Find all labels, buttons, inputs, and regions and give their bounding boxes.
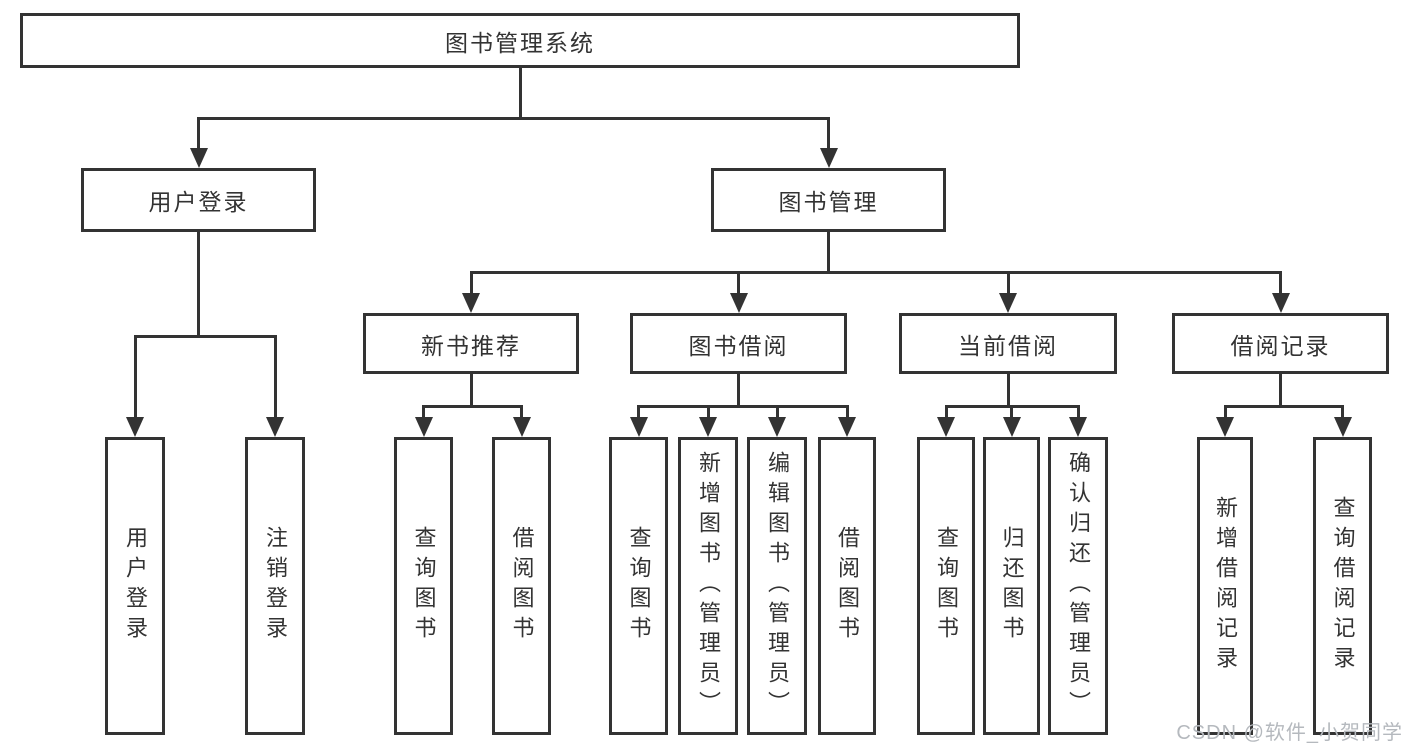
node-label: 查询借阅记录	[1330, 496, 1356, 676]
node-cb-return-books: 归还图书	[983, 437, 1040, 735]
node-label: 借阅图书	[835, 526, 860, 646]
connector-line	[827, 118, 830, 154]
node-label: 新增借阅记录	[1213, 496, 1238, 676]
node-br-query-record: 查询借阅记录	[1313, 437, 1372, 735]
connector-line	[637, 404, 849, 408]
connector-line	[197, 116, 830, 120]
arrow-down-icon	[838, 417, 856, 437]
node-cb-confirm-return: 确认归还（管理员）	[1048, 437, 1108, 735]
node-label: 当前借阅	[958, 332, 1058, 359]
connector-line	[1223, 406, 1227, 423]
arrow-down-icon	[1216, 417, 1234, 437]
connector-line	[469, 270, 1282, 274]
node-label: 用户登录	[123, 526, 148, 646]
connector-line	[1279, 373, 1282, 406]
connector-line	[1010, 406, 1013, 423]
arrow-down-icon	[1333, 417, 1352, 437]
node-label: 查询图书	[626, 526, 652, 646]
node-cb-query-books: 查询图书	[917, 437, 975, 735]
connector-line	[133, 334, 277, 338]
connector-line	[944, 406, 948, 423]
arrow-down-icon	[126, 417, 144, 437]
node-label: 新增图书（管理员）	[696, 451, 721, 721]
arrow-down-icon	[1271, 293, 1290, 313]
node-bb-add-books: 新增图书（管理员）	[678, 437, 738, 735]
node-label: 图书借阅	[688, 332, 789, 359]
node-label: 借阅记录	[1230, 332, 1331, 359]
arrow-down-icon	[189, 148, 208, 168]
node-label: 查询图书	[934, 526, 959, 646]
connector-line	[1076, 406, 1080, 423]
node-bb-borrow-books: 借阅图书	[818, 437, 876, 735]
node-label: 查询图书	[411, 526, 437, 646]
arrow-down-icon	[999, 293, 1017, 313]
connector-line	[737, 373, 740, 406]
node-label: 图书管理系统	[445, 29, 595, 56]
node-book-management: 图书管理	[711, 168, 946, 232]
node-label: 编辑图书（管理员）	[765, 451, 790, 721]
node-label: 图书管理	[778, 189, 879, 215]
connector-line	[775, 406, 779, 423]
connector-line	[133, 336, 137, 423]
node-current-borrowing: 当前借阅	[899, 313, 1117, 374]
connector-line	[469, 272, 473, 299]
connector-line	[1006, 272, 1010, 299]
connector-line	[520, 406, 523, 423]
connector-line	[197, 118, 200, 154]
connector-line	[1279, 272, 1282, 299]
connector-line	[273, 336, 277, 423]
connector-line	[1006, 373, 1010, 406]
connector-line	[845, 406, 849, 423]
arrow-down-icon	[414, 417, 433, 437]
arrow-down-icon	[937, 417, 955, 437]
node-logout-action: 注销登录	[245, 437, 305, 735]
connector-line	[1223, 404, 1344, 408]
node-user-login: 用户登录	[81, 168, 316, 232]
watermark: CSDN @软件_小贺同学	[1176, 722, 1403, 744]
node-nbr-query-books: 查询图书	[394, 437, 453, 735]
node-label: 新书推荐	[421, 332, 521, 359]
arrow-down-icon	[768, 417, 786, 437]
node-user-login-action: 用户登录	[105, 437, 165, 735]
connector-line	[737, 272, 740, 299]
connector-line	[422, 406, 425, 423]
node-bb-query-books: 查询图书	[609, 437, 668, 735]
arrow-down-icon	[462, 293, 480, 313]
node-borrow-records: 借阅记录	[1172, 313, 1389, 374]
node-label: 确认归还（管理员）	[1066, 451, 1091, 721]
arrow-down-icon	[629, 417, 648, 437]
connector-line	[197, 231, 200, 336]
connector-line	[1341, 406, 1344, 423]
node-label: 注销登录	[263, 526, 288, 646]
node-library-management-system: 图书管理系统	[20, 13, 1020, 68]
arrow-down-icon	[1002, 417, 1021, 437]
connector-line	[518, 67, 522, 118]
node-label: 归还图书	[999, 526, 1025, 646]
arrow-down-icon	[819, 148, 838, 168]
node-new-book-recommend: 新书推荐	[363, 313, 579, 374]
node-bb-edit-books: 编辑图书（管理员）	[747, 437, 807, 735]
node-label: 用户登录	[148, 189, 249, 215]
connector-line	[422, 404, 523, 408]
arrow-down-icon	[699, 417, 717, 437]
connector-line	[827, 231, 830, 272]
arrow-down-icon	[729, 293, 748, 313]
arrow-down-icon	[1069, 417, 1087, 437]
node-br-add-record: 新增借阅记录	[1197, 437, 1253, 735]
connector-line	[706, 406, 710, 423]
arrow-down-icon	[512, 417, 531, 437]
connector-line	[637, 406, 640, 423]
connector-line	[469, 373, 473, 406]
node-nbr-borrow-books: 借阅图书	[492, 437, 551, 735]
arrow-down-icon	[266, 417, 284, 437]
node-label: 借阅图书	[509, 526, 535, 646]
node-book-borrowing: 图书借阅	[630, 313, 847, 374]
